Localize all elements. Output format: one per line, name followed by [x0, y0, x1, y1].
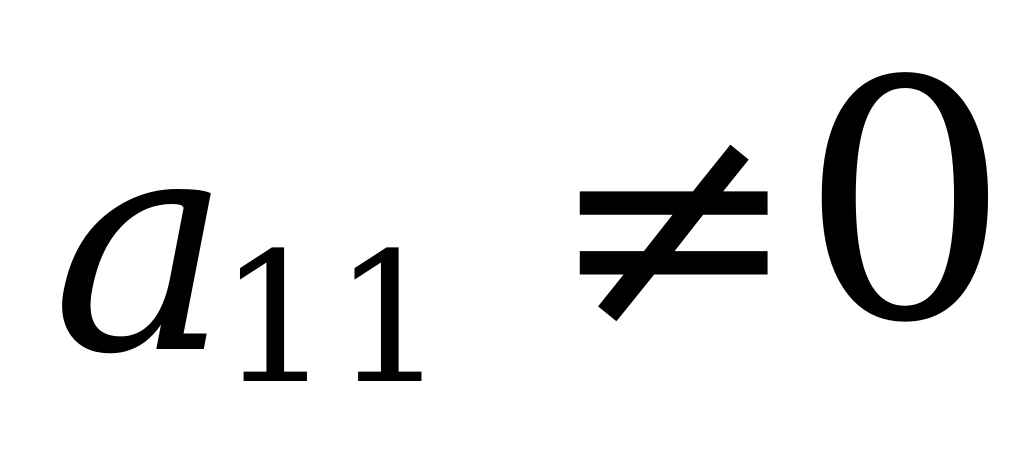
- zero-value: 0: [800, 11, 1010, 395]
- not-equal-sign: ≠: [548, 49, 800, 398]
- variable-a: a: [52, 71, 231, 420]
- subscript-index: 11: [218, 215, 448, 424]
